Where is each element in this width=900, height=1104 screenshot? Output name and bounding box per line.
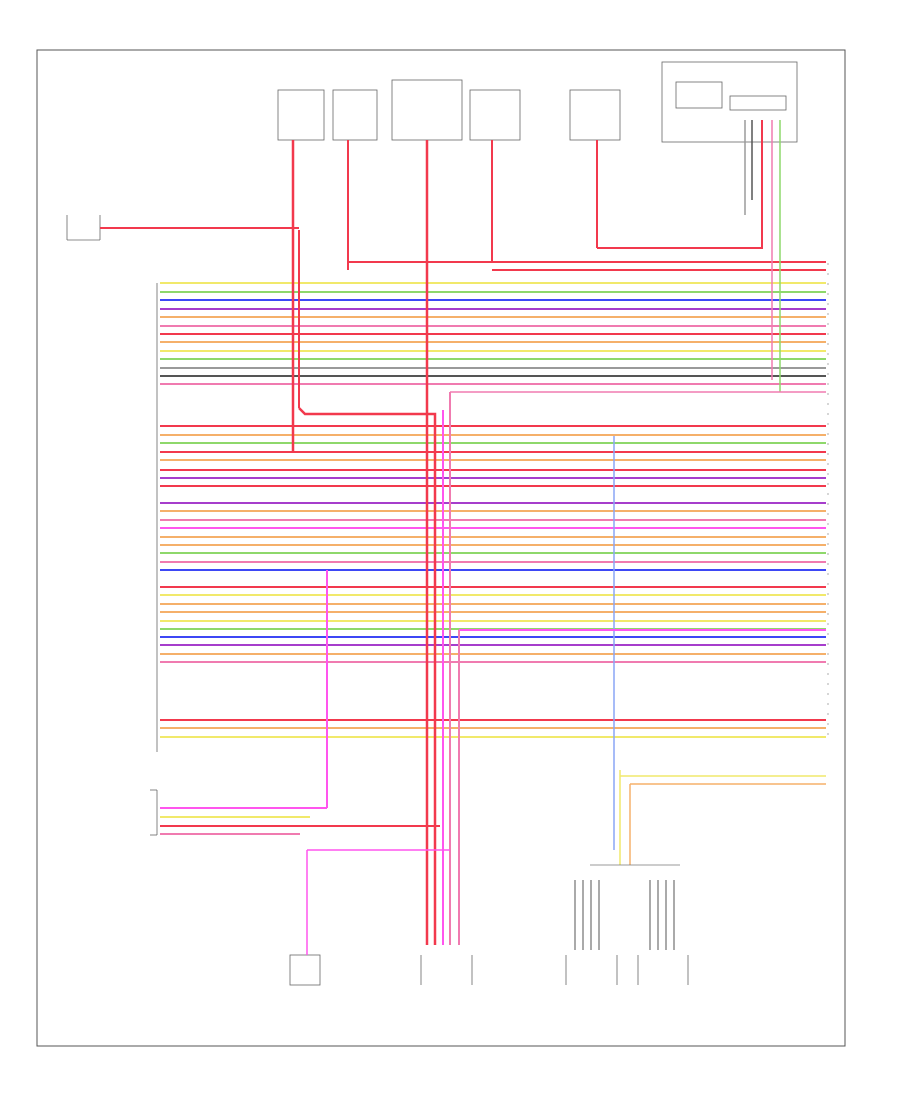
left-sensor xyxy=(66,215,101,241)
vwire-route-1 xyxy=(298,407,437,945)
module-inner-block xyxy=(675,81,723,109)
bottom-component-1 xyxy=(289,954,321,986)
module-connector xyxy=(729,95,787,111)
diagram-frame xyxy=(36,49,846,1047)
bottom-components xyxy=(289,954,689,986)
fuse-block-1 xyxy=(277,89,325,141)
vwire-fuse-5-route xyxy=(597,120,763,249)
wire-harness xyxy=(160,261,826,785)
left-connector-bracket xyxy=(150,283,158,836)
top-fuse-blocks xyxy=(277,61,798,143)
vertical-wires xyxy=(100,120,826,955)
fuse-block-4 xyxy=(469,89,521,141)
fuse-block-2 xyxy=(332,89,378,141)
fuse-block-3 xyxy=(391,79,463,141)
fuse-block-5 xyxy=(569,89,621,141)
